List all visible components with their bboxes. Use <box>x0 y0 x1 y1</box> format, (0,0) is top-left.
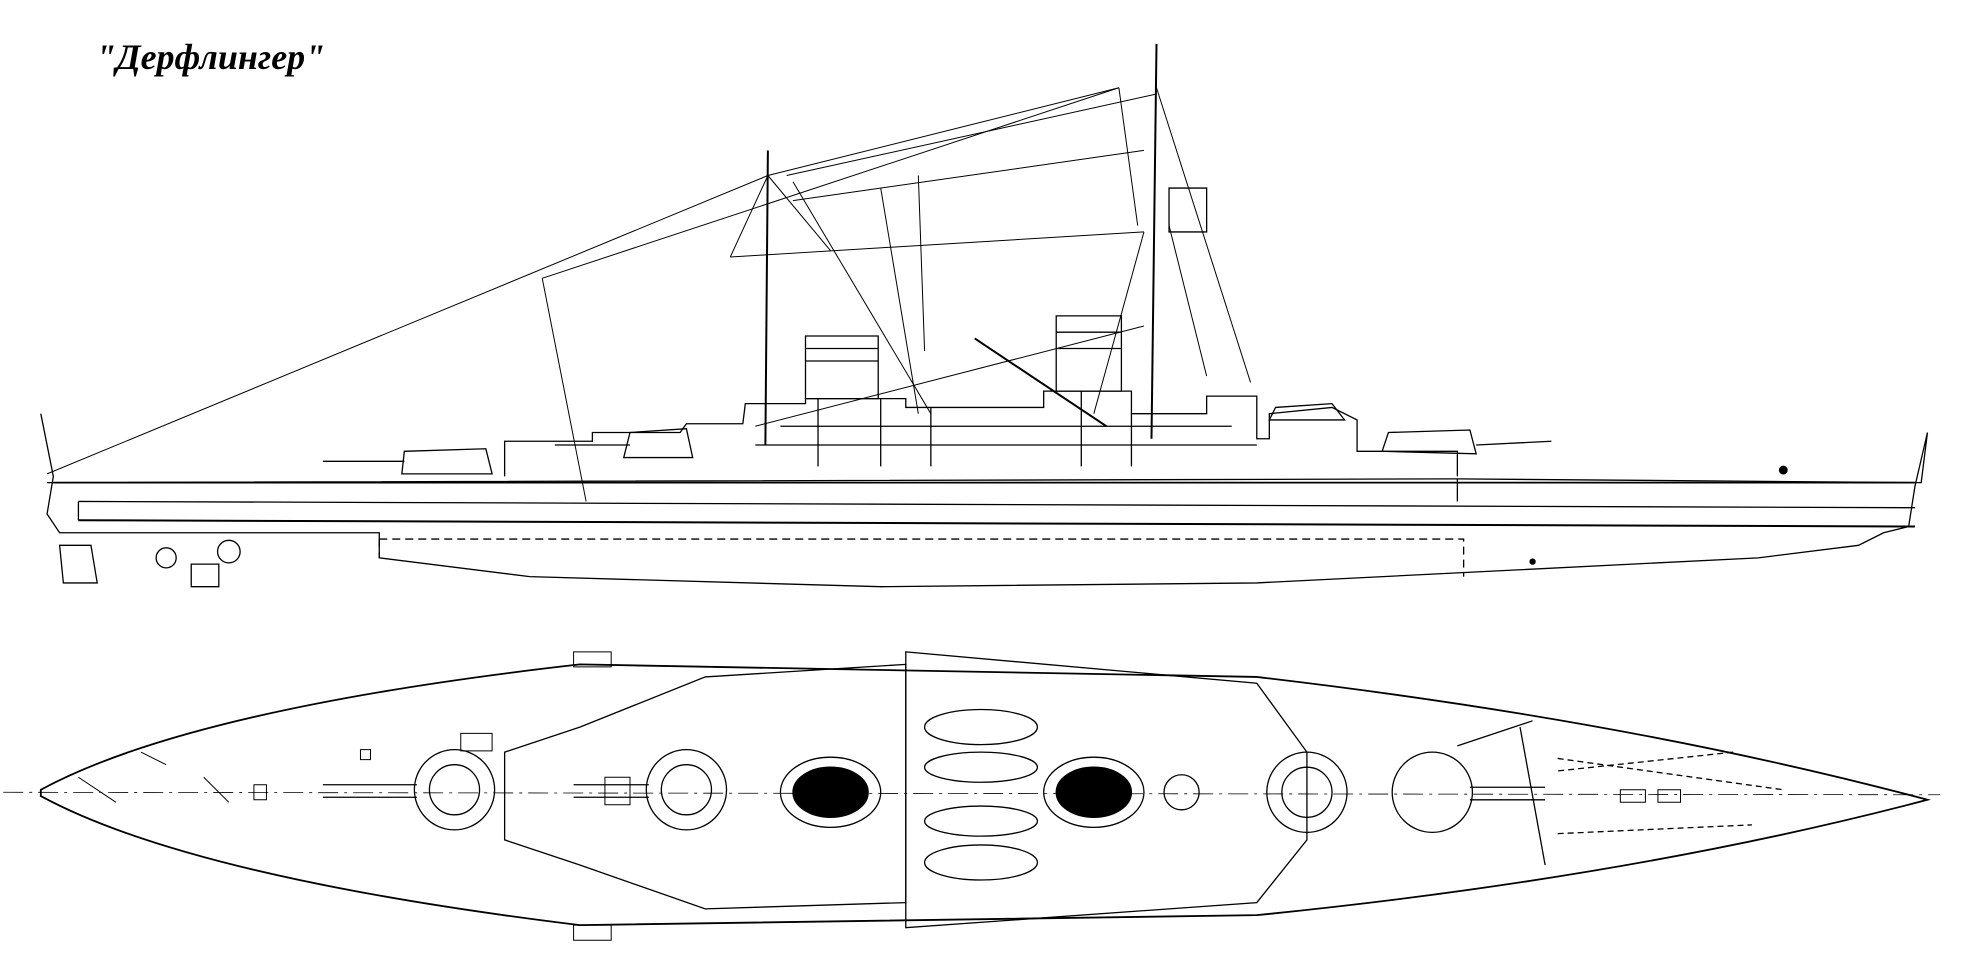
propellers <box>60 540 241 586</box>
deck-fittings <box>78 652 1680 940</box>
turrets <box>323 404 1552 474</box>
funnels <box>805 316 1121 399</box>
plan-view <box>3 652 1940 940</box>
side-profile <box>41 44 1928 587</box>
drawing-title: "Дерфлингер" <box>96 37 326 77</box>
funnels-plan <box>780 757 1144 827</box>
hull <box>41 414 1928 587</box>
turrets-plan <box>323 750 1545 833</box>
boats <box>925 710 1038 880</box>
superstructure <box>505 391 1458 476</box>
deck-outline <box>41 664 1928 925</box>
rigging <box>47 88 1250 502</box>
masts <box>765 44 1206 445</box>
